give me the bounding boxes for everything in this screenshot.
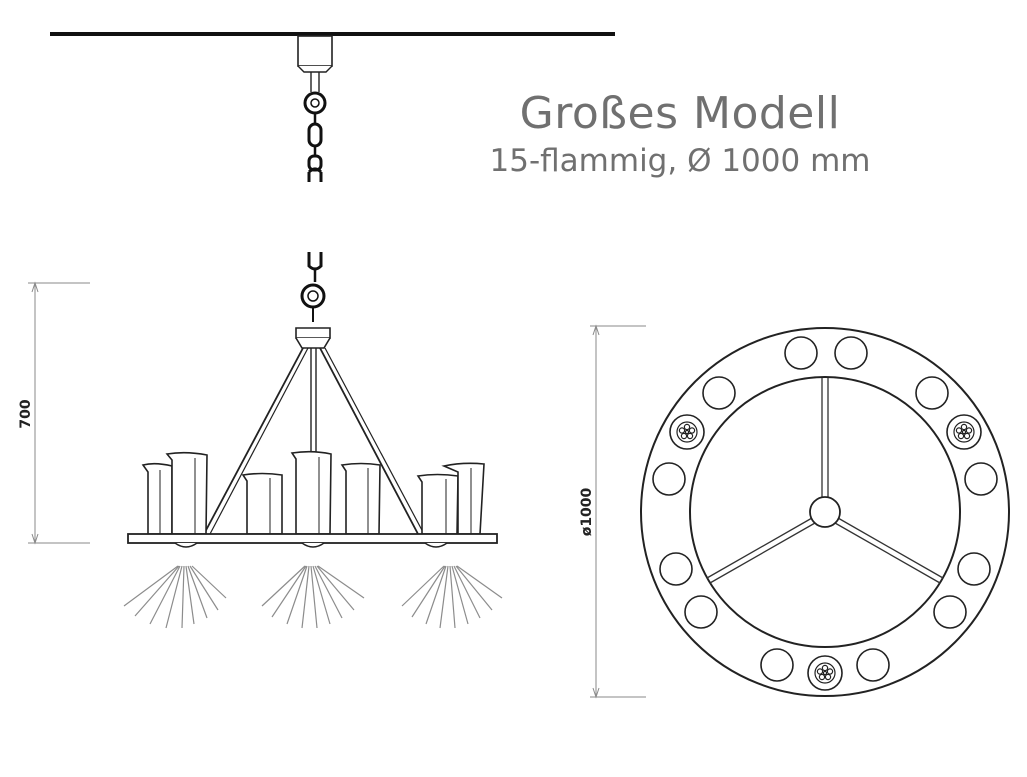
center-hub xyxy=(809,496,841,528)
chain-link xyxy=(307,122,323,148)
candle xyxy=(290,450,332,535)
candle-cup xyxy=(684,595,718,629)
candle xyxy=(340,462,381,535)
light-rays-center xyxy=(261,565,365,629)
diameter-label: ø1000 xyxy=(579,487,595,536)
downlight xyxy=(807,655,843,691)
candle-cup xyxy=(659,552,693,586)
candle-cup xyxy=(834,336,868,370)
title-block: Großes Modell 15-flammig, Ø 1000 mm xyxy=(430,88,930,180)
drawing-subtitle: 15-flammig, Ø 1000 mm xyxy=(489,143,871,179)
candle-cup xyxy=(760,648,794,682)
downlight xyxy=(669,414,705,450)
arm-right xyxy=(319,347,419,535)
spokes xyxy=(706,378,944,584)
candle-cup xyxy=(915,376,949,410)
height-dimension xyxy=(28,281,90,545)
arm-left xyxy=(203,347,304,535)
candle-cup xyxy=(784,336,818,370)
candle xyxy=(241,472,283,535)
diameter-dimension xyxy=(590,324,646,699)
downlight xyxy=(946,414,982,450)
height-label: 700 xyxy=(18,399,34,428)
candle-cup xyxy=(964,462,998,496)
downlight-top xyxy=(669,414,982,691)
side-view: 700 xyxy=(18,252,503,629)
ceiling-mount xyxy=(50,32,615,182)
candle-cup xyxy=(933,595,967,629)
canopy-bottom xyxy=(297,65,333,73)
candle-cups xyxy=(652,336,998,682)
downlight-housings xyxy=(174,542,448,548)
candle-cup xyxy=(652,462,686,496)
hub-cap xyxy=(295,327,331,339)
candle-sleeves xyxy=(141,450,485,535)
candle xyxy=(165,451,208,535)
candle xyxy=(141,462,173,535)
light-rays-right xyxy=(401,565,503,629)
candle-cup xyxy=(702,376,736,410)
candle-cup xyxy=(856,648,890,682)
candle-cup xyxy=(957,552,991,586)
drawing-title: Großes Modell xyxy=(519,88,841,139)
top-view: ø1000 xyxy=(579,324,1010,699)
candle xyxy=(416,473,459,535)
ceiling-canopy xyxy=(297,35,333,67)
ring-side xyxy=(127,533,498,544)
light-rays-left xyxy=(123,565,227,629)
